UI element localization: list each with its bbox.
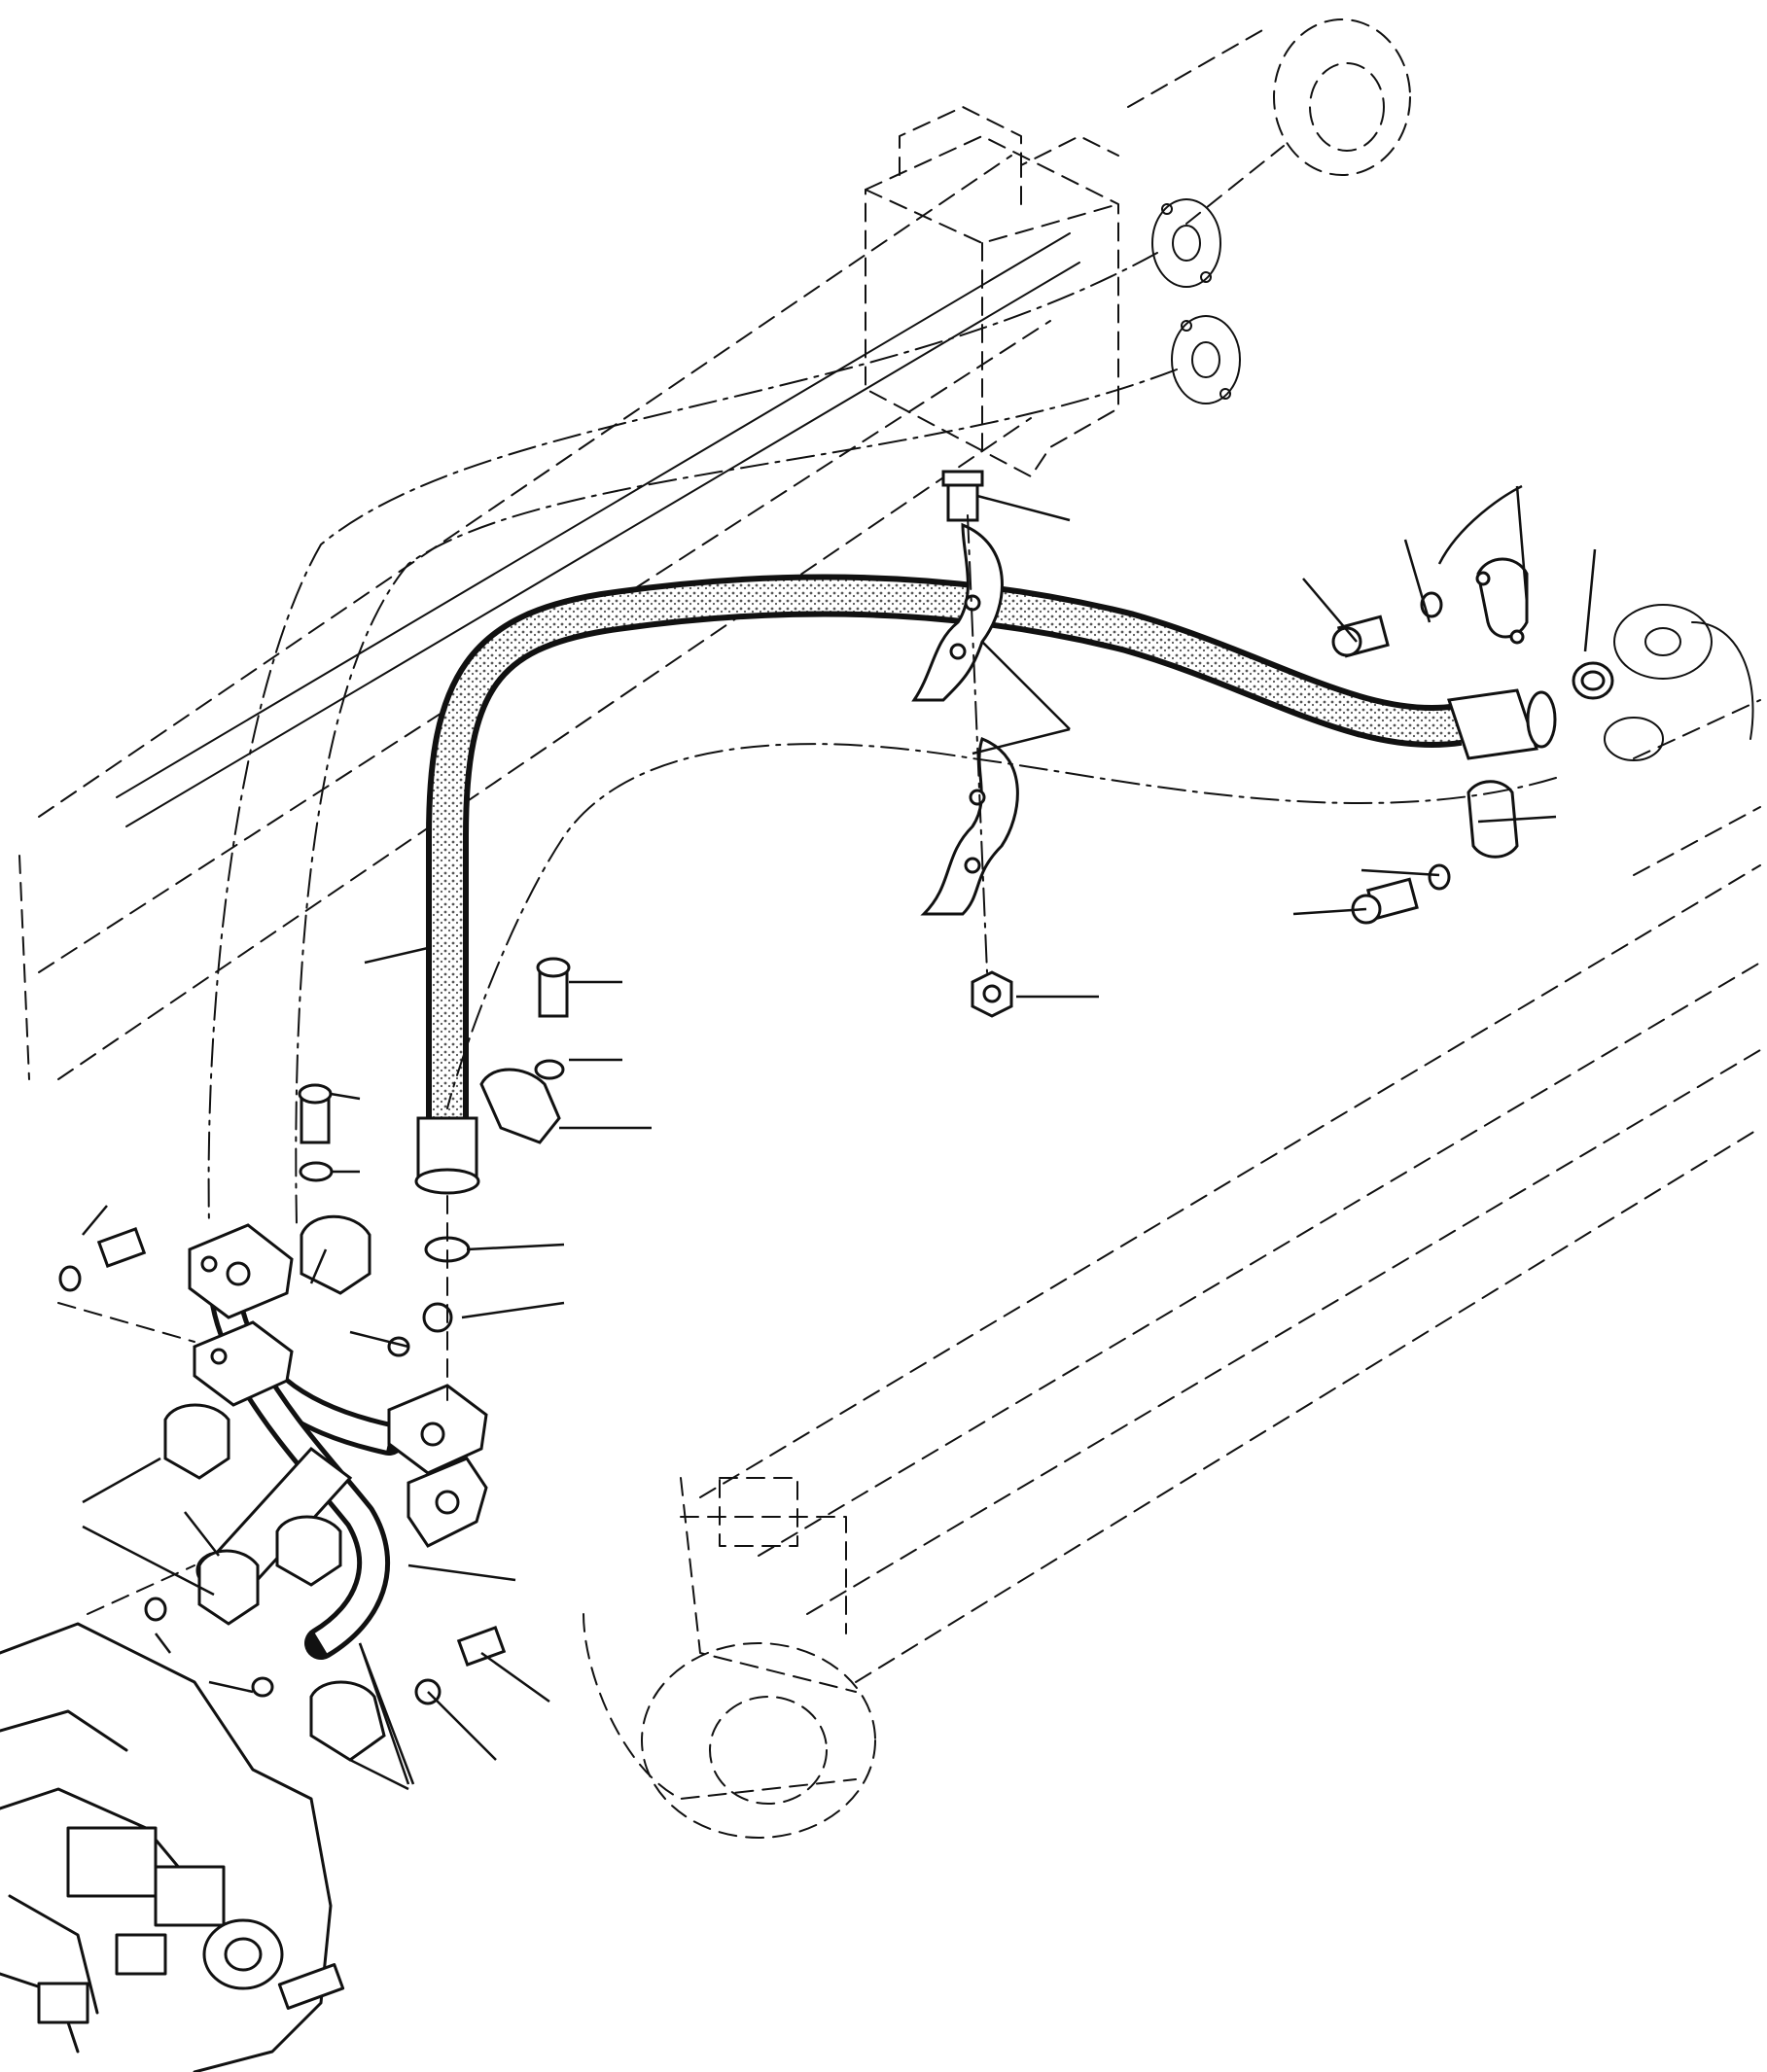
upper-flange-ports — [1151, 198, 1241, 404]
lower-routing-lines — [446, 743, 1557, 1109]
manifold-flange-middle — [193, 1320, 294, 1407]
manifold-o-rings — [144, 1597, 274, 1698]
clamp-bolt-path — [967, 514, 988, 973]
main-hydraulic-hose — [426, 574, 1463, 1118]
upper-routing-lines — [207, 252, 1178, 1226]
pump-assembly — [0, 1622, 345, 2072]
callout-leaders — [82, 484, 1597, 1791]
right-washer-lower — [1428, 863, 1451, 891]
upper-cylinder-head-block — [865, 106, 1119, 477]
upper-boom-cylinder — [18, 18, 1411, 1080]
manifold-flange-upper — [188, 1223, 294, 1319]
manifold-flange-right — [387, 1384, 488, 1548]
manifold-split-flanges — [163, 1214, 386, 1762]
right-screw-lower — [1351, 877, 1419, 925]
manifold-screws — [58, 957, 571, 1705]
manifold-routing-lines — [57, 1195, 448, 1615]
right-screw-upper — [1331, 615, 1390, 658]
clamp-nut — [971, 970, 1013, 1018]
lower-boom-cylinder — [583, 699, 1761, 1839]
hose-fitting-lower — [414, 1116, 480, 1195]
right-flange — [1604, 604, 1754, 761]
hose-clamp-lower — [920, 737, 1019, 916]
right-split-flange-upper — [1475, 557, 1529, 645]
upper-cylinder-tubes — [116, 232, 1080, 827]
right-split-flange-lower — [1467, 780, 1519, 859]
right-o-ring — [1572, 661, 1614, 700]
hose-fitting-right — [1447, 688, 1557, 760]
